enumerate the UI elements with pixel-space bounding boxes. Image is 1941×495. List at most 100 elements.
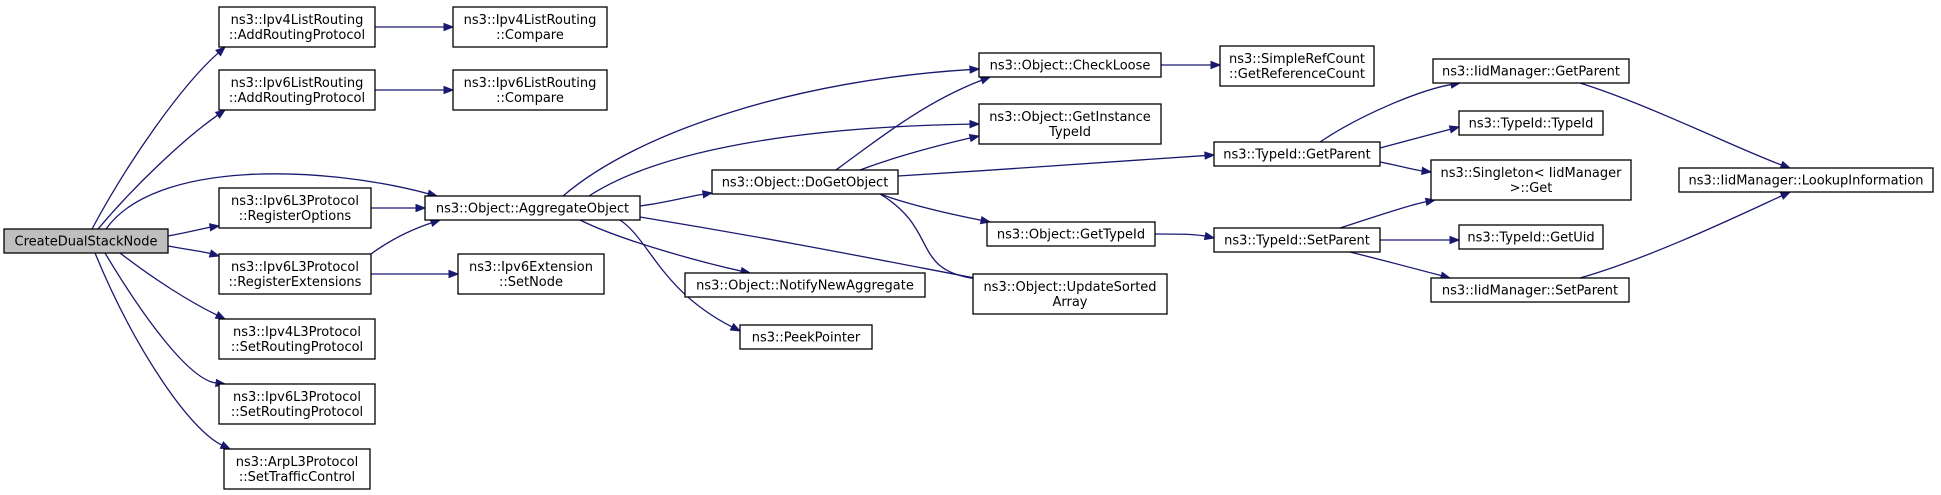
call-edge-line [119, 252, 218, 316]
arrowhead [702, 190, 714, 199]
node-arp-settc[interactable]: ns3::ArpL3Protocol::SetTrafficControl [223, 448, 371, 490]
arrowhead [979, 76, 992, 85]
call-edge-line [167, 245, 211, 255]
call-edge-line [639, 216, 977, 279]
call-edge [1339, 197, 1437, 229]
node-dogetobject[interactable]: ns3::Object::DoGetObject [711, 169, 899, 195]
node-ipv4lr-cmp[interactable]: ns3::Ipv4ListRouting::Compare [452, 6, 608, 48]
call-edge-line [579, 219, 742, 272]
call-edge [639, 216, 987, 283]
node-agg[interactable]: ns3::Object::AggregateObject [424, 195, 641, 221]
node-tid-getuid[interactable]: ns3::TypeId::GetUid [1458, 224, 1604, 250]
node-label: ns3::TypeId::GetUid [1467, 231, 1594, 246]
arrowhead [208, 249, 221, 258]
node-box [218, 253, 372, 295]
node-notify[interactable]: ns3::Object::NotifyNewAggregate [684, 272, 926, 298]
node-label: CreateDualStackNode [15, 235, 158, 250]
arrowhead [1779, 160, 1792, 169]
call-edge-line [370, 222, 432, 255]
call-edge-line [1339, 201, 1427, 229]
node-box [986, 221, 1156, 247]
node-ipv6lr-add[interactable]: ns3::Ipv6ListRouting::AddRoutingProtocol [218, 69, 376, 111]
node-label: Array [1052, 295, 1087, 310]
node-ipv6l3-regopt[interactable]: ns3::Ipv6L3Protocol::RegisterOptions [218, 187, 372, 229]
call-edge [835, 76, 992, 171]
node-ipv6lr-cmp[interactable]: ns3::Ipv6ListRouting::Compare [452, 69, 608, 111]
node-ipv6l3-setrp[interactable]: ns3::Ipv6L3Protocol::SetRoutingProtocol [218, 383, 376, 425]
node-box [223, 448, 371, 490]
node-label: ns3::ArpL3Protocol [236, 455, 358, 470]
call-edge-line [879, 193, 977, 280]
node-ipv4lr-add[interactable]: ns3::Ipv4ListRouting::AddRoutingProtocol [218, 6, 376, 48]
call-edge-line [167, 226, 211, 237]
node-tid-getparent[interactable]: ns3::TypeId::GetParent [1213, 141, 1381, 167]
function-nodes: CreateDualStackNode ns3::Ipv4ListRouting:… [3, 6, 1934, 490]
node-iid-setparent[interactable]: ns3::IidManager::SetParent [1430, 277, 1630, 303]
node-label: ns3::Ipv6L3Protocol [231, 194, 359, 209]
call-edge-line [91, 52, 219, 230]
node-label: ns3::SimpleRefCount [1229, 52, 1365, 67]
node-box [1432, 58, 1630, 84]
node-label: ns3::Ipv6ListRouting [464, 76, 597, 91]
call-edge-line [1579, 195, 1783, 279]
call-edge [639, 190, 714, 207]
node-gettypeid[interactable]: ns3::Object::GetTypeId [986, 221, 1156, 247]
node-label: ::Compare [496, 28, 564, 43]
arrowhead [1421, 166, 1433, 176]
node-box [452, 69, 608, 111]
arrowhead [214, 109, 227, 119]
node-peek[interactable]: ns3::PeekPointer [739, 324, 873, 350]
node-checkloose[interactable]: ns3::Object::CheckLoose [978, 52, 1162, 78]
call-edge-line [105, 173, 429, 230]
arrowhead [729, 322, 742, 332]
node-label: ns3::Object::UpdateSorted [983, 280, 1156, 295]
arrowhead [1449, 235, 1461, 245]
call-edge [167, 223, 221, 237]
node-label: ::Compare [496, 91, 564, 106]
node-refcount[interactable]: ns3::SimpleRefCount::GetReferenceCount [1219, 45, 1375, 87]
node-tid-typeid[interactable]: ns3::TypeId::TypeId [1458, 110, 1604, 136]
call-edge [879, 193, 992, 225]
call-edge-line [639, 193, 704, 207]
node-box [3, 228, 169, 254]
call-edge-line [619, 219, 733, 328]
node-box [1430, 277, 1630, 303]
arrowhead [1448, 125, 1461, 134]
node-box [218, 69, 376, 111]
call-edge-line [1154, 233, 1206, 237]
node-ipv4l3-setrp[interactable]: ns3::Ipv4L3Protocol::SetRoutingProtocol [218, 318, 376, 360]
node-label: ns3::Singleton< IidManager [1440, 166, 1622, 181]
call-edge [94, 252, 232, 450]
call-edge [375, 85, 455, 95]
call-edge-line [1379, 161, 1423, 172]
call-edge [370, 203, 427, 213]
arrowhead [1779, 191, 1792, 200]
node-iid-getparent[interactable]: ns3::IidManager::GetParent [1432, 58, 1630, 84]
node-iid-lookup[interactable]: ns3::IidManager::LookupInformation [1678, 167, 1934, 193]
node-label: ::AddRoutingProtocol [229, 28, 365, 43]
call-edge-line [588, 123, 971, 197]
node-box [739, 324, 873, 350]
node-tid-setparent[interactable]: ns3::TypeId::SetParent [1213, 227, 1381, 253]
call-edge [1161, 60, 1222, 70]
arrowhead [968, 134, 981, 143]
node-box [424, 195, 641, 221]
call-edge [879, 193, 987, 283]
call-edge [167, 245, 221, 258]
node-label: ns3::Ipv6Extension [469, 260, 593, 275]
node-singleton-get[interactable]: ns3::Singleton< IidManager >::Get [1430, 159, 1632, 201]
arrowhead [443, 22, 455, 32]
node-label: ns3::Ipv4ListRouting [231, 13, 364, 28]
node-ipv6ext-setnode[interactable]: ns3::Ipv6Extension::SetNode [457, 253, 605, 295]
node-label: ns3::Ipv6L3Protocol [231, 260, 359, 275]
node-label: ns3::IidManager::LookupInformation [1688, 174, 1923, 189]
node-root[interactable]: CreateDualStackNode [3, 228, 169, 254]
node-label: ::RegisterOptions [239, 209, 352, 224]
call-edge-line [835, 79, 982, 171]
arrowhead [214, 311, 227, 320]
node-ipv6l3-regext[interactable]: ns3::Ipv6L3Protocol::RegisterExtensions [218, 253, 372, 295]
node-label: TypeId [1048, 125, 1091, 140]
